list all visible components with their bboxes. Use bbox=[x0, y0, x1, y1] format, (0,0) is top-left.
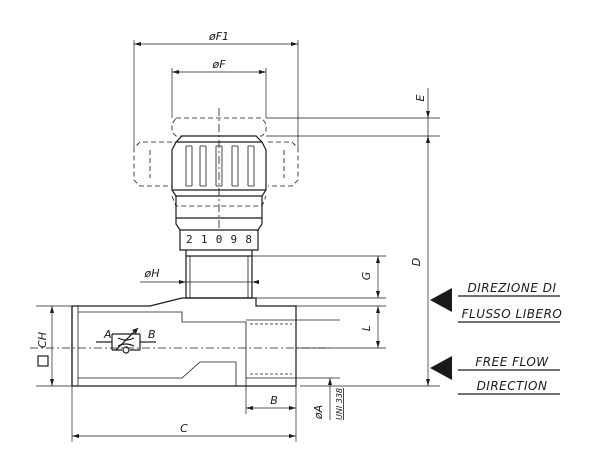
internal-passage bbox=[78, 311, 247, 386]
dim-f-label: øF bbox=[211, 58, 226, 71]
knob-phantom-outline bbox=[171, 117, 267, 137]
free-flow-it-line1: DIREZIONE DI bbox=[467, 281, 556, 295]
dial-ring bbox=[179, 230, 259, 251]
knurl-grooves bbox=[185, 145, 255, 187]
port-a-label: A bbox=[103, 328, 112, 341]
dim-a-standard: UNI 338 bbox=[335, 388, 344, 420]
dim-c-label: C bbox=[180, 422, 188, 435]
dimension-lines: øF1 øF E D G L øH bbox=[36, 30, 440, 442]
dim-e-label: E bbox=[414, 94, 427, 101]
dim-d-label: D bbox=[410, 258, 423, 266]
valve-body bbox=[30, 297, 330, 387]
knob-phantom-left-wing bbox=[133, 141, 172, 187]
hex-square-symbol bbox=[37, 355, 49, 367]
flow-arrow-en bbox=[430, 356, 452, 380]
stem-neck bbox=[185, 256, 253, 299]
dial-collar bbox=[175, 196, 263, 231]
port-b-label: B bbox=[148, 328, 156, 341]
right-port bbox=[246, 319, 296, 379]
dial-scale: 2 1 0 9 8 bbox=[186, 233, 252, 246]
dim-h-label: øH bbox=[143, 267, 159, 280]
dim-l-label: L bbox=[360, 325, 373, 331]
dim-g-label: G bbox=[360, 272, 373, 281]
free-flow-it-line2: FLUSSO LIBERO bbox=[462, 307, 563, 321]
knob-phantom-right-wing bbox=[268, 141, 299, 187]
free-flow-en-line2: DIRECTION bbox=[477, 379, 548, 393]
body-outline bbox=[71, 297, 297, 387]
knob-assembly: 2 1 0 9 8 bbox=[133, 108, 299, 251]
flow-arrow-it bbox=[430, 288, 452, 312]
free-flow-legend-en: FREE FLOW DIRECTION bbox=[430, 355, 560, 395]
dim-b-label: B bbox=[270, 394, 278, 407]
dim-f1-label: øF1 bbox=[208, 30, 229, 43]
dim-a-label: øA bbox=[312, 405, 325, 420]
flow-control-symbol: A B bbox=[96, 327, 156, 354]
stem bbox=[185, 250, 253, 299]
free-flow-legend-it: DIREZIONE DI FLUSSO LIBERO bbox=[430, 281, 563, 323]
dim-ch-label: CH bbox=[36, 332, 49, 348]
free-flow-en-line1: FREE FLOW bbox=[475, 355, 549, 369]
